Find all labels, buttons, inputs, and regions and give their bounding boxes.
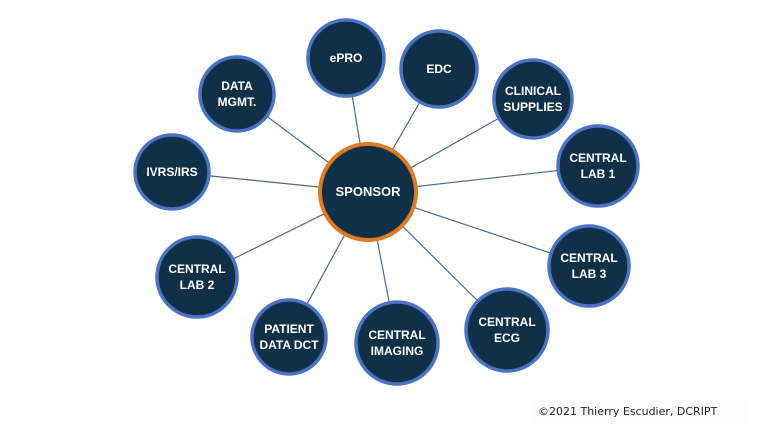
node-central-lab-1: CENTRAL LAB 1: [556, 124, 640, 208]
node-patient-data-dct: PATIENT DATA DCT: [250, 298, 328, 376]
node-circle: [250, 298, 328, 376]
node-label: LAB 3: [572, 267, 607, 281]
node-label: ePRO: [330, 51, 363, 65]
copyright-footer: ©2021 Thierry Escudier, DCRIPT: [530, 400, 750, 424]
node-label: LAB 1: [581, 167, 616, 181]
node-epro: ePRO: [306, 18, 386, 98]
node-label: SUPPLIES: [503, 100, 562, 114]
node-label: LAB 2: [180, 278, 215, 292]
node-label: MGMT.: [218, 95, 257, 109]
node-circle: [547, 224, 631, 308]
node-circle: [306, 18, 386, 98]
node-central-ecg: CENTRAL ECG: [464, 287, 550, 373]
node-circle: [354, 300, 440, 386]
node-circle: [492, 58, 574, 140]
node-label: IMAGING: [371, 344, 424, 358]
node-label: DATA: [221, 79, 253, 93]
node-label: PATIENT: [264, 322, 314, 336]
node-label: EDC: [426, 62, 452, 76]
node-circle: [155, 235, 239, 319]
node-label: CLINICAL: [505, 84, 561, 98]
node-label: CENTRAL: [478, 315, 535, 329]
node-circle: [464, 287, 550, 373]
node-label: ECG: [494, 331, 520, 345]
node-circle: [318, 142, 418, 242]
node-central-lab-2: CENTRAL LAB 2: [155, 235, 239, 319]
node-edc: EDC: [399, 29, 479, 109]
node-circle: [399, 29, 479, 109]
node-label: DATA DCT: [259, 338, 319, 352]
node-label: CENTRAL: [368, 328, 425, 342]
node-circle: [133, 133, 211, 211]
node-label: CENTRAL: [560, 251, 617, 265]
node-label: IVRS/IRS: [146, 165, 197, 179]
node-data-mgmt: DATA MGMT.: [198, 55, 276, 133]
node-sponsor: SPONSOR: [318, 142, 418, 242]
node-label: CENTRAL: [168, 262, 225, 276]
node-circle: [198, 55, 276, 133]
node-central-lab-3: CENTRAL LAB 3: [547, 224, 631, 308]
node-label: SPONSOR: [335, 184, 401, 199]
node-label: CENTRAL: [569, 151, 626, 165]
node-ivrs-irs: IVRS/IRS: [133, 133, 211, 211]
node-central-imaging: CENTRAL IMAGING: [354, 300, 440, 386]
node-clinical-supplies: CLINICAL SUPPLIES: [492, 58, 574, 140]
node-circle: [556, 124, 640, 208]
